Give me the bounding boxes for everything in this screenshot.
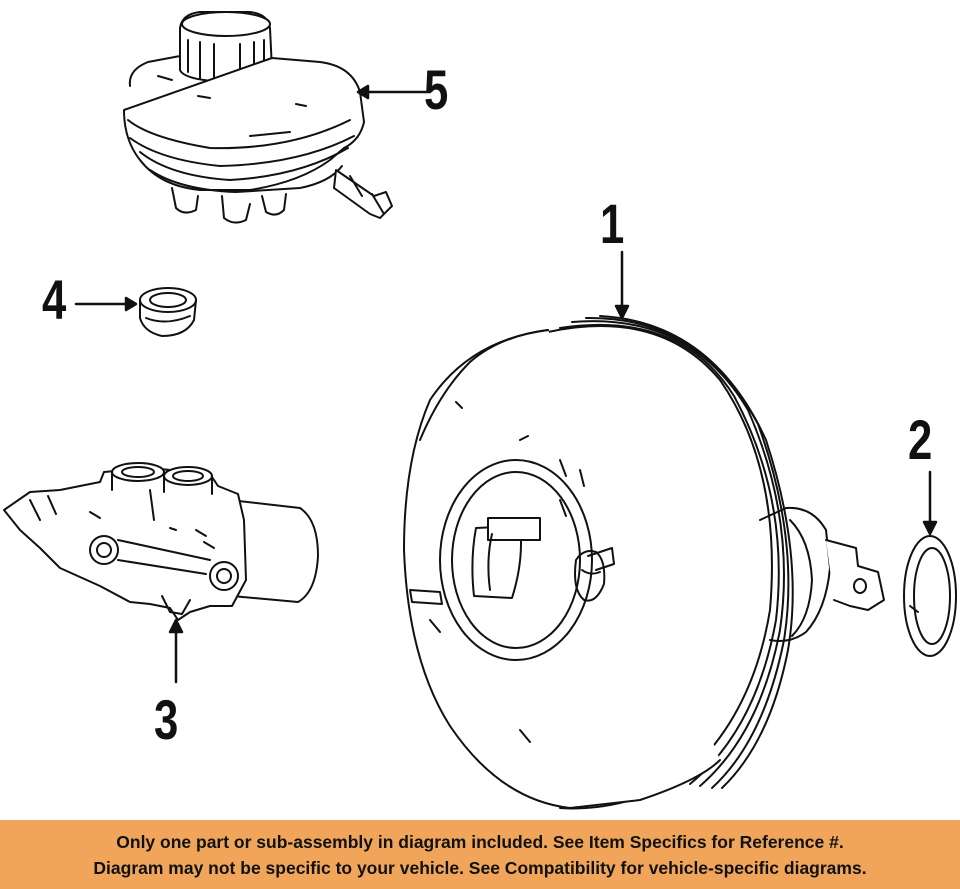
disclaimer-line-1: Only one part or sub-assembly in diagram… (116, 832, 844, 852)
callout-3: 3 (154, 688, 179, 751)
callout-5: 5 (424, 58, 449, 121)
callout-2: 2 (908, 408, 933, 471)
part-3-master-cylinder (3, 462, 319, 621)
part-2-seal-ring (903, 535, 957, 657)
disclaimer-banner: Only one part or sub-assembly in diagram… (0, 820, 960, 889)
part-4-grommet (139, 287, 197, 337)
callout-4: 4 (42, 268, 67, 331)
callout-1: 1 (600, 192, 625, 255)
leader-lines (74, 84, 938, 684)
disclaimer-line-2: Diagram may not be specific to your vehi… (93, 858, 867, 878)
part-5-reservoir (123, 11, 393, 224)
diagram-drawing (3, 11, 957, 810)
part-1-brake-booster (403, 315, 885, 810)
